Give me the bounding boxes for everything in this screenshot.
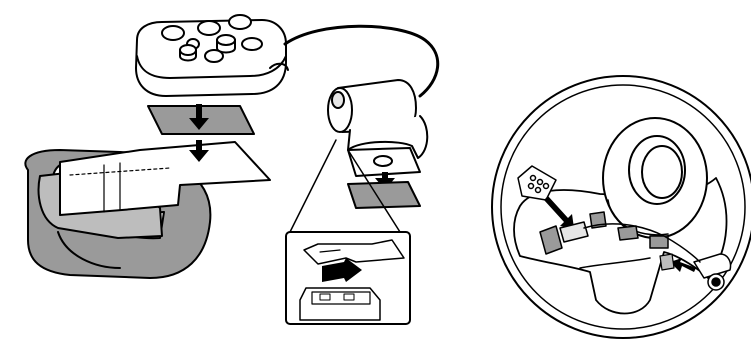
install-arrow [544, 196, 574, 228]
steering-wheel [491, 75, 751, 339]
connector-detail-inset [285, 231, 411, 325]
button-icon [241, 37, 263, 51]
receiver-unit [693, 253, 732, 291]
base-plate [59, 141, 271, 216]
remote-control-unit [517, 165, 557, 201]
adhesive-pad [347, 181, 421, 209]
connector-plug [299, 287, 381, 321]
button-icon [197, 20, 221, 36]
button-icon [228, 14, 252, 30]
insert-arrow [322, 258, 362, 282]
remote-control-unit [135, 14, 289, 97]
cable [583, 223, 701, 263]
install-arrow [670, 258, 696, 272]
button-icon [204, 49, 224, 63]
down-arrow [189, 104, 209, 162]
assembly-view [24, 14, 440, 325]
steering-wheel-installation-view [491, 75, 751, 339]
receiver-unit [327, 79, 429, 159]
cable [283, 24, 440, 98]
receiver-base-plate [347, 147, 421, 177]
adhesive-pad [659, 253, 675, 271]
button-icon [161, 25, 185, 41]
